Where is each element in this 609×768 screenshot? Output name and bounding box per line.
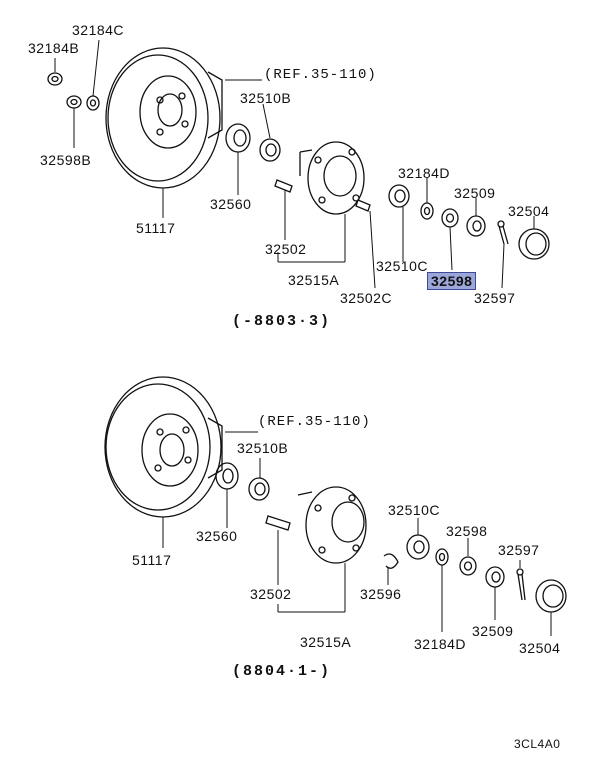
lock-cap-32509-top-shape: [466, 215, 486, 237]
nut-32598-bottom-shape: [459, 556, 477, 576]
part-label-32510b-bottom[interactable]: 32510B: [237, 440, 289, 456]
seal-32560-top-shape: [225, 123, 251, 153]
part-label-32184d-top[interactable]: 32184D: [398, 165, 451, 181]
date-range-top: (-8803·3): [232, 313, 332, 330]
date-range-bottom: (8804·1-): [232, 663, 332, 680]
lock-cap-32509-bottom-shape: [485, 566, 505, 588]
part-label-32502c[interactable]: 32502C: [340, 290, 393, 306]
part-label-32510c-bottom[interactable]: 32510C: [388, 502, 441, 518]
disc-rotor-bottom-shape: [104, 376, 223, 518]
part-label-32510b-top[interactable]: 32510B: [240, 90, 292, 106]
bolt-32502c-shape: [355, 199, 371, 212]
part-label-32560-bottom[interactable]: 32560: [196, 528, 238, 544]
ref-label-bottom[interactable]: (REF.35-110): [258, 414, 371, 430]
hub-32515a-top-shape: [299, 141, 365, 215]
part-label-32504-top[interactable]: 32504: [508, 203, 550, 219]
part-label-32598-top-highlighted[interactable]: 32598: [427, 272, 477, 290]
part-label-32598-bottom[interactable]: 32598: [446, 523, 488, 539]
nut-32598-top-shape: [441, 208, 459, 228]
part-label-32597-top[interactable]: 32597: [474, 290, 516, 306]
diagram-code: 3CL4A0: [514, 737, 561, 751]
hub-bolt-32502-top-shape: [274, 179, 293, 193]
grease-cap-32504-bottom-shape: [535, 579, 567, 613]
disc-rotor-top-shape: [105, 47, 223, 189]
part-label-32502-top[interactable]: 32502: [265, 241, 307, 257]
nut-32184b-shape: [47, 72, 63, 86]
hub-bolt-32502-bottom-shape: [265, 515, 291, 531]
part-label-32184c[interactable]: 32184C: [72, 22, 125, 38]
nut-32184c-shape: [86, 95, 100, 111]
part-label-51117-bottom[interactable]: 51117: [132, 552, 172, 568]
washer-32184d-top-shape: [420, 202, 434, 220]
ref-label-top[interactable]: (REF.35-110): [264, 67, 377, 83]
part-label-32598b[interactable]: 32598B: [40, 152, 92, 168]
nut-32598b-shape: [66, 95, 82, 109]
leader-lines-top: [54, 39, 535, 289]
bearing-32510c-bottom-shape: [406, 534, 430, 560]
bearing-32510b-bottom-shape: [248, 477, 270, 501]
part-label-32509-top[interactable]: 32509: [454, 185, 496, 201]
cotter-pin-32597-bottom-shape: [516, 568, 526, 601]
part-label-32502-bottom[interactable]: 32502: [250, 586, 292, 602]
part-label-32504-bottom[interactable]: 32504: [519, 640, 561, 656]
leader-lines-bottom: [162, 431, 552, 636]
bearing-32510b-top-shape: [259, 138, 281, 162]
cotter-pin-32597-top-shape: [497, 220, 509, 245]
part-label-32184b[interactable]: 32184B: [28, 40, 80, 56]
part-label-32509-bottom[interactable]: 32509: [472, 623, 514, 639]
washer-32184d-bottom-shape: [435, 548, 449, 566]
part-label-51117-top[interactable]: 51117: [136, 220, 176, 236]
seal-32560-bottom-shape: [215, 462, 239, 490]
part-label-32596[interactable]: 32596: [360, 586, 402, 602]
part-label-32515a-bottom[interactable]: 32515A: [300, 634, 352, 650]
part-label-32597-bottom[interactable]: 32597: [498, 542, 540, 558]
hub-32515a-bottom-shape: [297, 486, 367, 564]
part-label-32515a-top[interactable]: 32515A: [288, 272, 340, 288]
clip-32596-shape: [383, 553, 399, 569]
part-label-32510c-top[interactable]: 32510C: [376, 258, 429, 274]
part-label-32184d-bottom[interactable]: 32184D: [414, 636, 467, 652]
part-label-32560-top[interactable]: 32560: [210, 196, 252, 212]
grease-cap-32504-top-shape: [518, 228, 550, 260]
bearing-32510c-top-shape: [388, 184, 410, 208]
